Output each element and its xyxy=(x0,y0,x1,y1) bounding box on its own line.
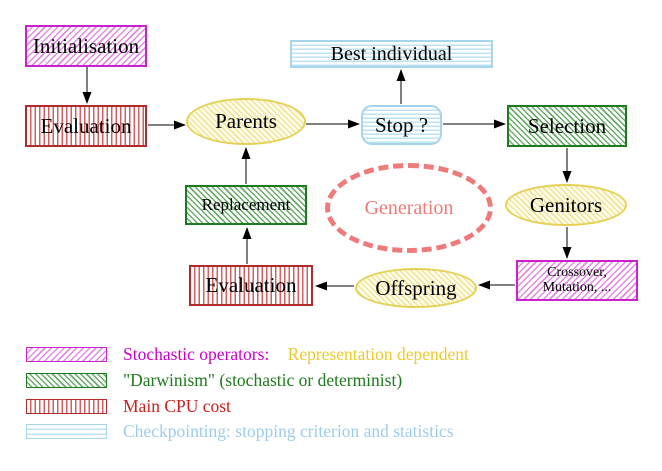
node-stop: Stop ? xyxy=(361,105,442,145)
legend-swatch-magenta-hatch xyxy=(26,347,107,362)
node-parents-label: Parents xyxy=(215,109,277,134)
node-generation-label: Generation xyxy=(364,196,454,219)
node-crossover-line2: Mutation, ... xyxy=(542,279,612,295)
legend-label-darwinism: "Darwinism" (stochastic or determinist) xyxy=(123,370,403,390)
legend-label-representation-dependent: Representation dependent xyxy=(287,344,469,364)
legend-swatch-cyan-stripes xyxy=(26,424,107,439)
legend-text-stochastic: Stochastic operators: Representation dep… xyxy=(123,344,469,365)
node-offspring: Offspring xyxy=(355,268,477,308)
node-best-individual-label: Best individual xyxy=(330,42,453,65)
node-replacement-label: Replacement xyxy=(201,195,291,215)
node-best-individual: Best individual xyxy=(290,40,493,68)
node-crossover-line1: Crossover, xyxy=(547,264,607,280)
legend-label-main-cpu-cost: Main CPU cost xyxy=(123,396,231,416)
node-crossover-mutation: Crossover, Mutation, ... xyxy=(516,260,638,301)
node-genitors-label: Genitors xyxy=(529,192,603,217)
legend-label-checkpointing: Checkpointing: stopping criterion and st… xyxy=(123,421,454,441)
legend-label-stochastic-operators: Stochastic operators: xyxy=(123,344,270,364)
legend-swatch-green-hatch xyxy=(26,373,107,388)
node-parents: Parents xyxy=(186,98,306,145)
node-initialisation-label: Initialisation xyxy=(32,33,140,58)
node-evaluation-bottom: Evaluation xyxy=(189,265,313,306)
node-initialisation: Initialisation xyxy=(25,25,147,67)
node-evaluation-top: Evaluation xyxy=(25,105,147,147)
node-selection-label: Selection xyxy=(527,113,607,138)
node-evaluation-top-label: Evaluation xyxy=(40,113,132,138)
node-evaluation-bottom-label: Evaluation xyxy=(205,273,297,298)
node-offspring-label: Offspring xyxy=(375,275,457,300)
legend-swatch-red-stripes xyxy=(26,399,107,414)
node-replacement: Replacement xyxy=(185,185,307,225)
node-stop-label: Stop ? xyxy=(374,112,429,137)
node-generation-loop: Generation xyxy=(325,163,493,253)
node-genitors: Genitors xyxy=(505,184,627,226)
node-selection: Selection xyxy=(507,105,627,147)
